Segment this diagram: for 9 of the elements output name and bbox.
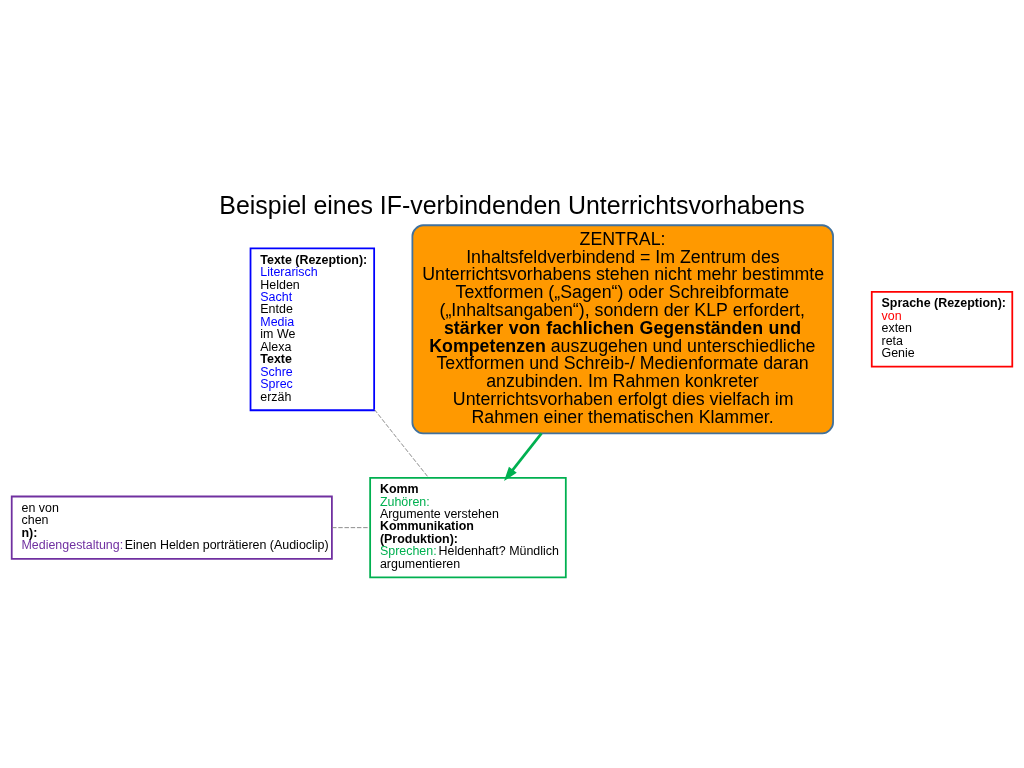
node-box: en von chen n): Mediengestaltung:Einen Helden porträtieren (Audioclip) [10, 495, 333, 560]
connector [331, 527, 371, 529]
node-box: ZENTRAL: Inhaltsfeldverbindend = Im Zentrum des Unterrichtsvorhabens stehen nicht mehr bestimmte Textformen („Sagen“) oder Schreibformate („Inhaltsangaben“), sondern der KLP erfordert, stärker von fachlichen Gegenständen und Kompetenzen auszugehen und unterschiedliche Textformen und Schreib-/ Medienformate daran anzubinden. Im Rahmen konkreter Unterrichtsvorhaben erfolgt dies vielfach im Rahmen einer thematischen Klammer. [411, 224, 834, 435]
connector [373, 408, 429, 479]
arrow [504, 432, 543, 481]
diagram-title: Beispiel eines IF-verbindenden Unterrichtsvorhabens [219, 191, 805, 220]
node-box: Komm Zuhören: Argumente verstehen Kommunikation (Produktion): Sprechen: Heldenhaft? Mündlich argumentieren [369, 476, 567, 579]
node-box: Texte (Rezeption): Literarisch Helden Sacht Entde Media im We Alexa Texte Schre Sprec erzäh [249, 247, 376, 412]
node-box: Sprache (Rezeption): von exten reta Genie [870, 291, 1014, 368]
